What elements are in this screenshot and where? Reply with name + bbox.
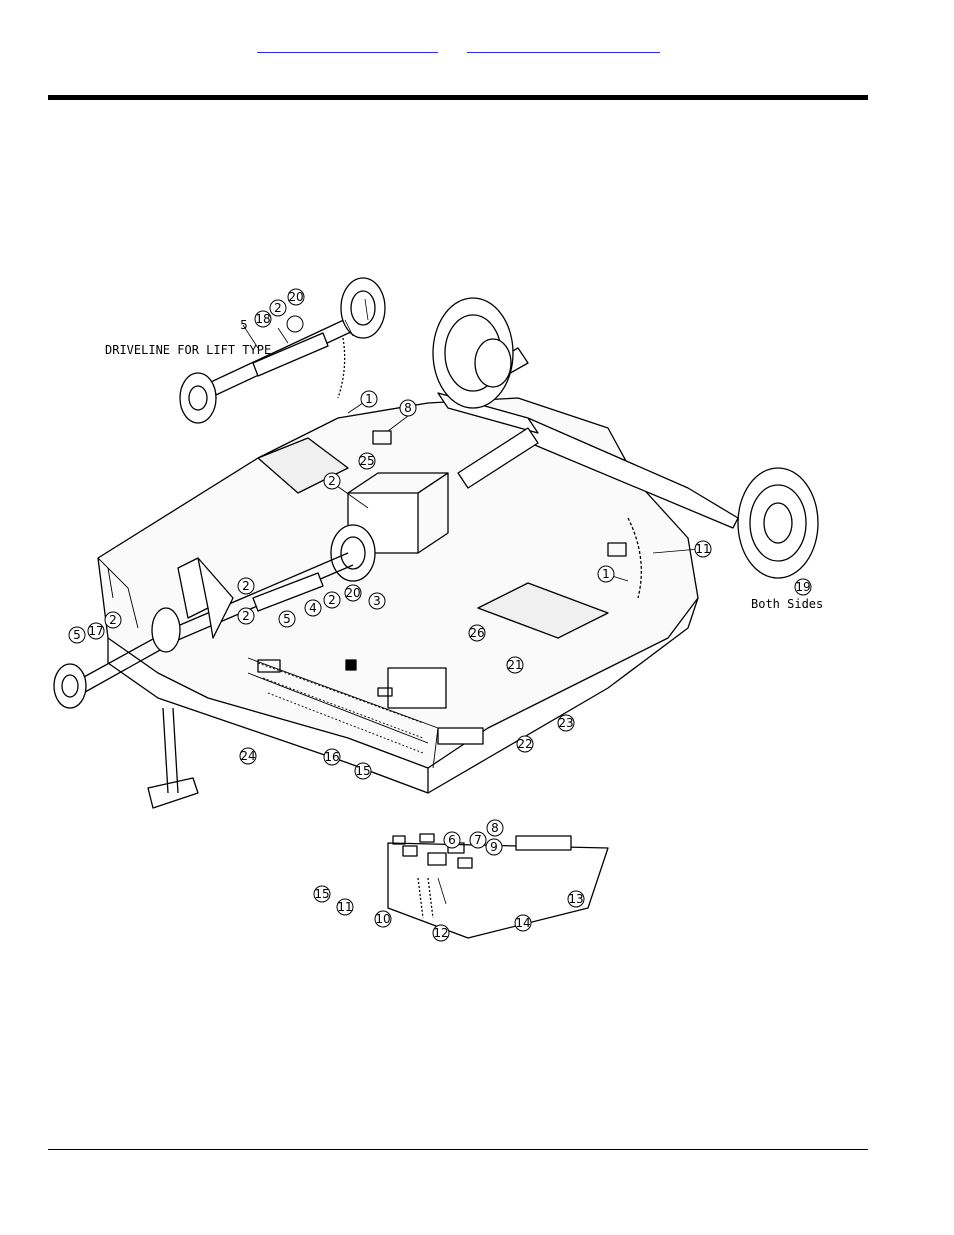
header-link-2[interactable] [467,52,660,53]
callout-11: 11 [337,900,352,914]
callout-19: 19 [795,580,810,594]
callout-15: 15 [355,764,370,778]
callout-1: 1 [602,567,610,581]
jack-stand [148,708,198,808]
callout-22: 22 [517,737,532,751]
callout-1: 1 [365,392,373,406]
parts-diagram: 5 18 2 20 1 8 25 2 2 5 4 2 20 3 5 17 2 2… [48,268,830,948]
callout-20: 20 [288,290,303,304]
callout-2: 2 [328,593,336,607]
rear-wheel [433,298,513,408]
callout-12: 12 [433,926,448,940]
callout-17: 17 [88,624,103,638]
callout-5: 5 [283,612,291,626]
callout-6: 6 [448,833,456,847]
callout-4: 4 [309,601,317,615]
callout-8: 8 [491,821,499,835]
callout-11: 11 [695,542,710,556]
callout-20: 20 [345,586,360,600]
callout-2: 2 [274,301,282,315]
callout-18: 18 [255,312,270,326]
both-sides-label: Both Sides [751,597,823,611]
header-link-1[interactable] [257,52,438,53]
callout-5: 5 [73,628,81,642]
callout-2: 2 [109,613,117,627]
bottom-rule [48,1149,868,1150]
callout-2: 2 [242,609,250,623]
right-wheel [738,468,818,578]
callout-7: 7 [474,833,482,847]
callout-10: 10 [375,912,390,926]
callout-15: 15 [314,887,329,901]
callout-24: 24 [240,749,255,763]
callout-21: 21 [507,658,522,672]
callout-3: 3 [373,594,381,608]
callout-25: 25 [359,454,374,468]
top-rule [48,95,868,100]
callout-2: 2 [242,579,250,593]
callout-23: 23 [558,716,573,730]
callout-9: 9 [490,840,498,854]
callout-2: 2 [328,474,336,488]
callout-26: 26 [469,626,484,640]
callout-14: 14 [515,916,530,930]
callout-8: 8 [404,401,412,415]
driveline-label: DRIVELINE FOR LIFT TYPE [105,343,271,357]
callout-16: 16 [324,750,339,764]
callout-13: 13 [568,892,583,906]
callout-5: 5 [240,318,248,332]
